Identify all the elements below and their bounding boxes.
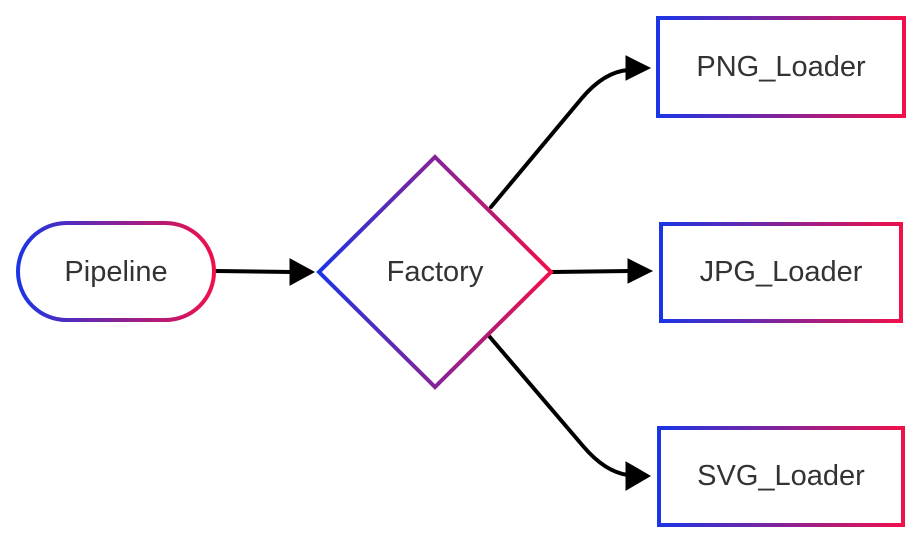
edge-factory-to-jpg-loader [550, 258, 654, 284]
node-png-loader[interactable]: PNG_Loader [656, 16, 906, 118]
edge-pipeline-to-factory [214, 258, 316, 286]
node-png-loader-label: PNG_Loader [696, 51, 866, 83]
node-jpg-loader[interactable]: JPG_Loader [659, 222, 903, 323]
node-factory[interactable]: Factory [316, 154, 554, 390]
node-svg-loader-label: SVG_Loader [697, 460, 865, 492]
arrowhead-icon [625, 55, 652, 81]
edge-factory-to-svg-loader [487, 334, 651, 491]
node-pipeline[interactable]: Pipeline [16, 221, 216, 322]
edge-factory-to-png-loader [489, 55, 652, 209]
node-pipeline-label: Pipeline [64, 256, 167, 288]
node-svg-loader[interactable]: SVG_Loader [657, 426, 905, 527]
arrowhead-icon [289, 258, 316, 286]
edges [214, 55, 654, 491]
node-jpg-loader-label: JPG_Loader [700, 256, 863, 288]
arrowhead-icon [627, 258, 654, 284]
node-factory-label: Factory [387, 256, 484, 288]
arrowhead-icon [625, 461, 651, 491]
